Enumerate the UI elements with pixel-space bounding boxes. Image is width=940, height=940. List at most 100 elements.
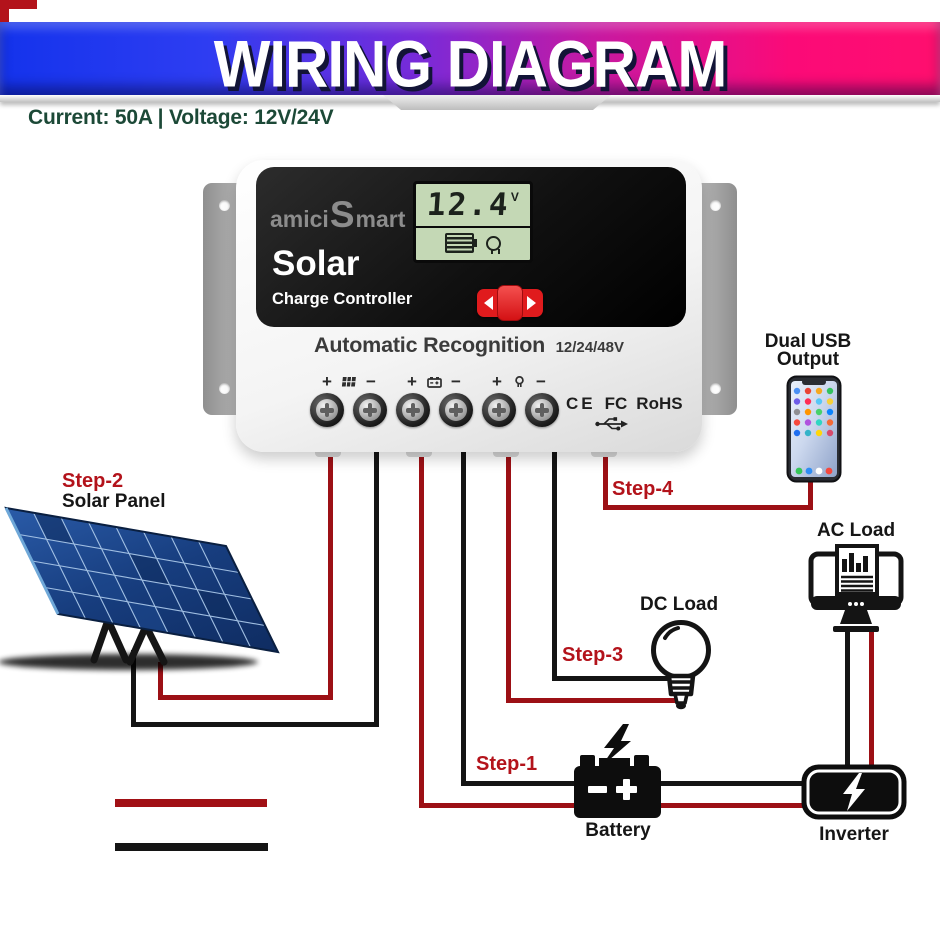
switch-knob[interactable] — [497, 285, 523, 321]
inverter-label: Inverter — [819, 824, 889, 845]
brand-initial: S — [329, 194, 355, 235]
dual-usb-line2: Output — [776, 349, 840, 370]
mounting-ear-right — [697, 183, 737, 415]
arrow-left-icon — [484, 296, 493, 310]
terminal-load-negative[interactable] — [525, 393, 559, 427]
certification-marks: CE FC RoHS — [566, 394, 683, 414]
legend-negative-wire — [115, 843, 268, 851]
lcd-voltage-value: 12.4 — [425, 187, 512, 223]
lightning-bolt-icon — [601, 724, 631, 767]
arrow-right-icon — [527, 296, 536, 310]
page-title: WIRING DIAGRAM — [213, 27, 728, 101]
feature-text: Automatic Recognition — [314, 333, 546, 357]
battery-level-icon — [445, 233, 477, 253]
wire-pv-negative-panel — [131, 650, 136, 727]
solar-minus-label: − — [366, 372, 376, 391]
lcd-voltage-unit: V — [510, 190, 519, 204]
step-1-label: Step-1 — [476, 753, 538, 775]
wire-load-negative-v — [552, 437, 557, 681]
usb-icon — [595, 417, 628, 431]
phone-dock-icons — [795, 467, 833, 475]
battery-illustration — [574, 724, 661, 818]
dual-usb-line1: Dual USB — [764, 331, 852, 352]
smartphone-illustration — [786, 375, 842, 483]
ce-mark: CE — [566, 394, 596, 413]
controller-foot — [406, 448, 432, 457]
brand-logo: amici S mart — [270, 194, 405, 236]
rohs-mark: RoHS — [636, 394, 683, 413]
dc-load-label: DC Load — [640, 594, 719, 615]
minus-symbol — [588, 786, 607, 793]
load-minus-label: − — [536, 372, 546, 391]
wire-inverter-ac-negative — [845, 630, 850, 772]
terminal-load-positive[interactable] — [482, 393, 516, 427]
lcd-voltage-row: 12.4 V — [416, 184, 530, 228]
screw-hole-icon — [710, 383, 721, 394]
wire-inverter-ac-positive — [869, 630, 874, 772]
lamp-icon — [486, 235, 501, 254]
dual-usb-label: Dual USB Output — [753, 331, 863, 370]
wire-pv-negative-h — [131, 722, 379, 727]
product-title: Solar — [272, 244, 360, 283]
light-bulb-illustration — [651, 620, 711, 710]
wire-pv-positive-h — [158, 695, 333, 700]
banner-center-tab — [383, 95, 611, 110]
screw-hole-icon — [219, 200, 230, 211]
panel-legs — [90, 616, 168, 666]
feature-line: Automatic Recognition 12/24/48V — [236, 333, 702, 358]
terminal-battery-positive[interactable] — [396, 393, 430, 427]
product-subtitle: Charge Controller — [272, 290, 413, 308]
mode-switch[interactable] — [477, 285, 543, 321]
battery-plus-label: + — [407, 372, 417, 391]
wire-pv-positive-v — [328, 437, 333, 700]
step-4-label: Step-4 — [612, 478, 674, 500]
phone-notch — [802, 379, 826, 385]
monitor-illustration — [808, 544, 904, 632]
battery-icon — [427, 377, 442, 388]
solar-panel-label: Solar Panel — [62, 491, 166, 512]
controller-foot — [315, 448, 341, 457]
ac-load-label: AC Load — [816, 520, 896, 541]
controller-foot — [591, 448, 617, 457]
wire-battery-positive-v — [419, 437, 424, 808]
wire-usb-h — [603, 505, 813, 510]
solar-panel-icon — [341, 377, 356, 387]
lcd-icon-row — [416, 228, 530, 258]
lcd-display: 12.4 V — [413, 181, 533, 263]
load-plus-label: + — [492, 372, 502, 391]
screw-hole-icon — [710, 200, 721, 211]
bar-chart-icon — [841, 553, 873, 592]
fcc-mark: FC — [604, 394, 628, 413]
wire-usb-phone — [808, 478, 813, 510]
feature-voltages: 12/24/48V — [555, 339, 624, 356]
title-banner — [0, 22, 940, 95]
brand-suffix: mart — [355, 206, 406, 232]
brand-prefix: amici — [270, 206, 329, 232]
battery-label: Battery — [585, 820, 651, 841]
step-2-label: Step-2 — [62, 470, 124, 492]
wire-pv-negative-v — [374, 437, 379, 727]
wire-load-positive-v — [506, 437, 511, 703]
plus-symbol — [616, 779, 637, 800]
terminal-solar-negative[interactable] — [353, 393, 387, 427]
wire-load-negative-h — [552, 676, 674, 681]
solar-plus-label: + — [322, 372, 332, 391]
panel-surface — [6, 508, 278, 652]
wire-battery-negative-v — [461, 437, 466, 786]
battery-minus-label: − — [451, 372, 461, 391]
wire-usb-v — [603, 450, 608, 510]
wire-pv-positive-panel — [158, 662, 163, 700]
inverter-illustration — [801, 764, 907, 820]
terminal-solar-positive[interactable] — [310, 393, 344, 427]
screw-hole-icon — [219, 383, 230, 394]
controller-foot — [493, 448, 519, 457]
step-3-label: Step-3 — [562, 644, 624, 666]
lamp-icon — [515, 376, 524, 387]
wire-load-positive-h — [506, 698, 678, 703]
terminal-battery-negative[interactable] — [439, 393, 473, 427]
legend-positive-wire — [115, 799, 267, 807]
app-icons-grid — [793, 387, 834, 437]
legend-plus-symbol — [0, 0, 37, 9]
specs-line: Current: 50A | Voltage: 12V/24V — [28, 106, 334, 129]
